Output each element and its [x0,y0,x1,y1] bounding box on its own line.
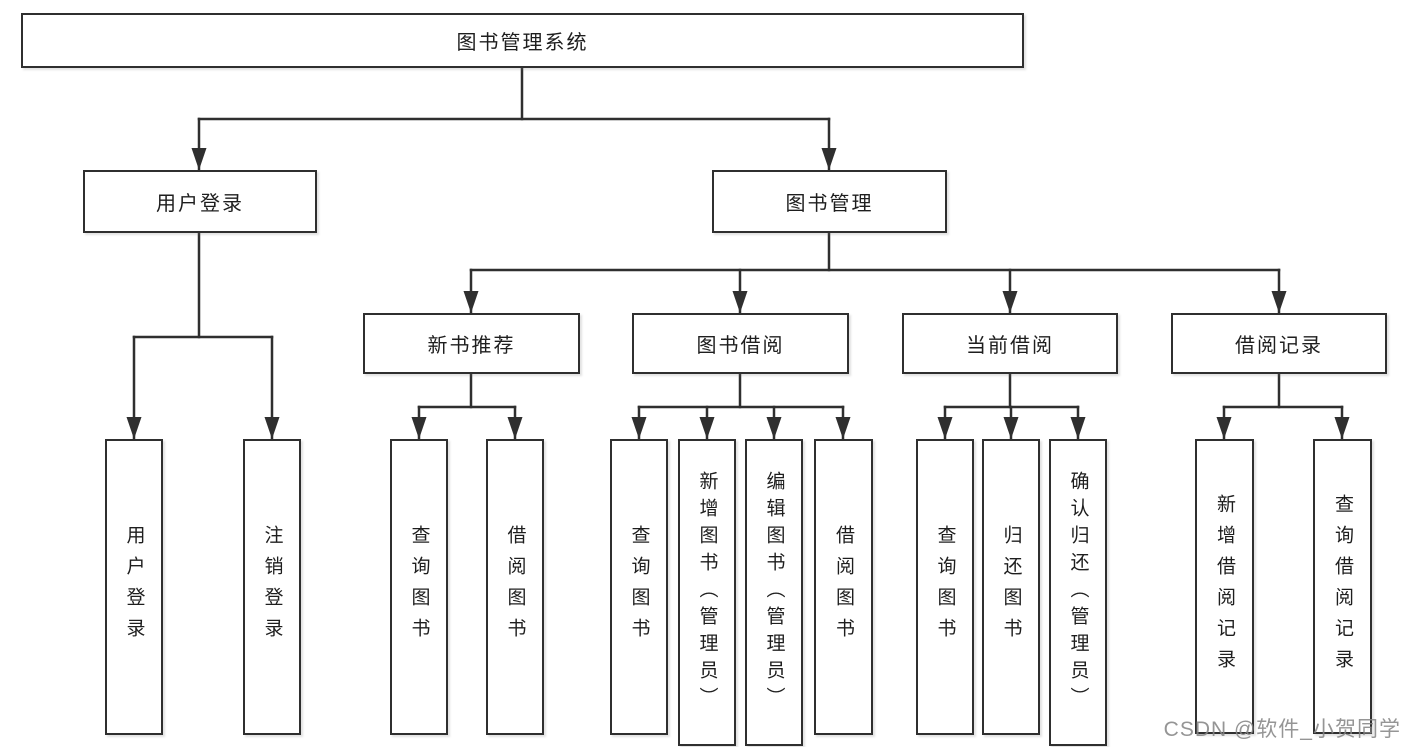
leaf-query-books-3: 查询图书 [916,439,974,735]
leaf-edit-books-admin-label: 编辑图书（管理员） [763,471,785,714]
leaf-add-borrow-record: 新增借阅记录 [1195,439,1254,734]
leaf-user-login-label: 用户登录 [123,525,145,649]
leaf-add-books-admin-label: 新增图书（管理员） [696,471,718,714]
leaf-confirm-return-admin: 确认归还（管理员） [1049,439,1107,746]
node-book-borrow: 图书借阅 [632,313,849,374]
leaf-query-books-3-label: 查询图书 [934,525,956,649]
leaf-return-books: 归还图书 [982,439,1040,735]
watermark: CSDN @软件_小贺同学 [1163,718,1401,741]
node-library-management-system: 图书管理系统 [21,13,1024,68]
leaf-query-books-1-label: 查询图书 [408,525,430,649]
node-borrow-record: 借阅记录 [1171,313,1387,374]
leaf-add-books-admin: 新增图书（管理员） [678,439,736,746]
leaf-borrow-books-2-label: 借阅图书 [833,525,854,649]
leaf-borrow-books-1-label: 借阅图书 [504,525,526,649]
leaf-query-books-2: 查询图书 [610,439,668,735]
leaf-borrow-books-1: 借阅图书 [486,439,544,735]
leaf-user-login: 用户登录 [105,439,163,735]
leaf-query-borrow-record-label: 查询借阅记录 [1332,493,1353,680]
leaf-borrow-books-2: 借阅图书 [814,439,873,735]
leaf-query-books-1: 查询图书 [390,439,448,735]
leaf-query-borrow-record: 查询借阅记录 [1313,439,1372,734]
node-current-borrow: 当前借阅 [902,313,1118,374]
leaf-return-books-label: 归还图书 [1000,525,1022,649]
leaf-logout: 注销登录 [243,439,301,735]
leaf-confirm-return-admin-label: 确认归还（管理员） [1067,471,1089,714]
leaf-logout-label: 注销登录 [261,525,283,649]
node-user-login: 用户登录 [83,170,317,233]
leaf-edit-books-admin: 编辑图书（管理员） [745,439,803,746]
node-new-book-recommend: 新书推荐 [363,313,580,374]
node-book-management: 图书管理 [712,170,947,233]
leaf-query-books-2-label: 查询图书 [628,525,650,649]
leaf-add-borrow-record-label: 新增借阅记录 [1214,493,1235,680]
